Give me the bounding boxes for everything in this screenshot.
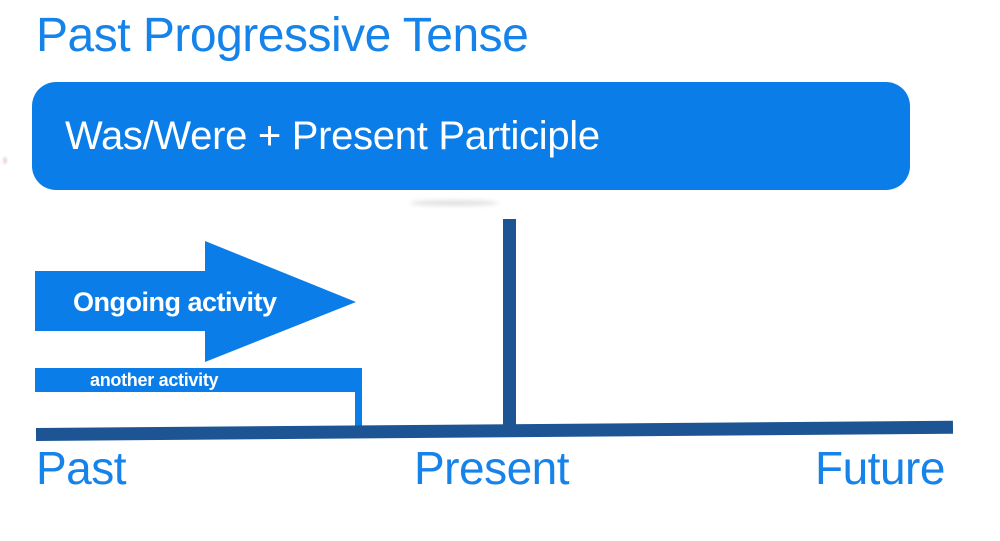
another-activity-bar: another activity (35, 368, 362, 392)
ongoing-activity-label: Ongoing activity (73, 287, 277, 317)
formula-box: Was/Were + Present Participle (32, 82, 910, 190)
scan-speck-artifact (3, 157, 7, 164)
another-activity-label: another activity (90, 370, 219, 390)
present-moment-marker (503, 219, 516, 432)
scan-smudge-artifact (410, 200, 498, 206)
timeline-axis (35, 420, 954, 441)
formula-text: Was/Were + Present Participle (65, 113, 600, 158)
ongoing-activity-arrow-icon (35, 241, 356, 362)
page-title: Past Progressive Tense (36, 9, 529, 62)
activity-end-tick (355, 390, 362, 428)
axis-label-present: Present (414, 442, 570, 494)
axis-label-future: Future (815, 442, 945, 494)
axis-label-past: Past (36, 442, 127, 494)
